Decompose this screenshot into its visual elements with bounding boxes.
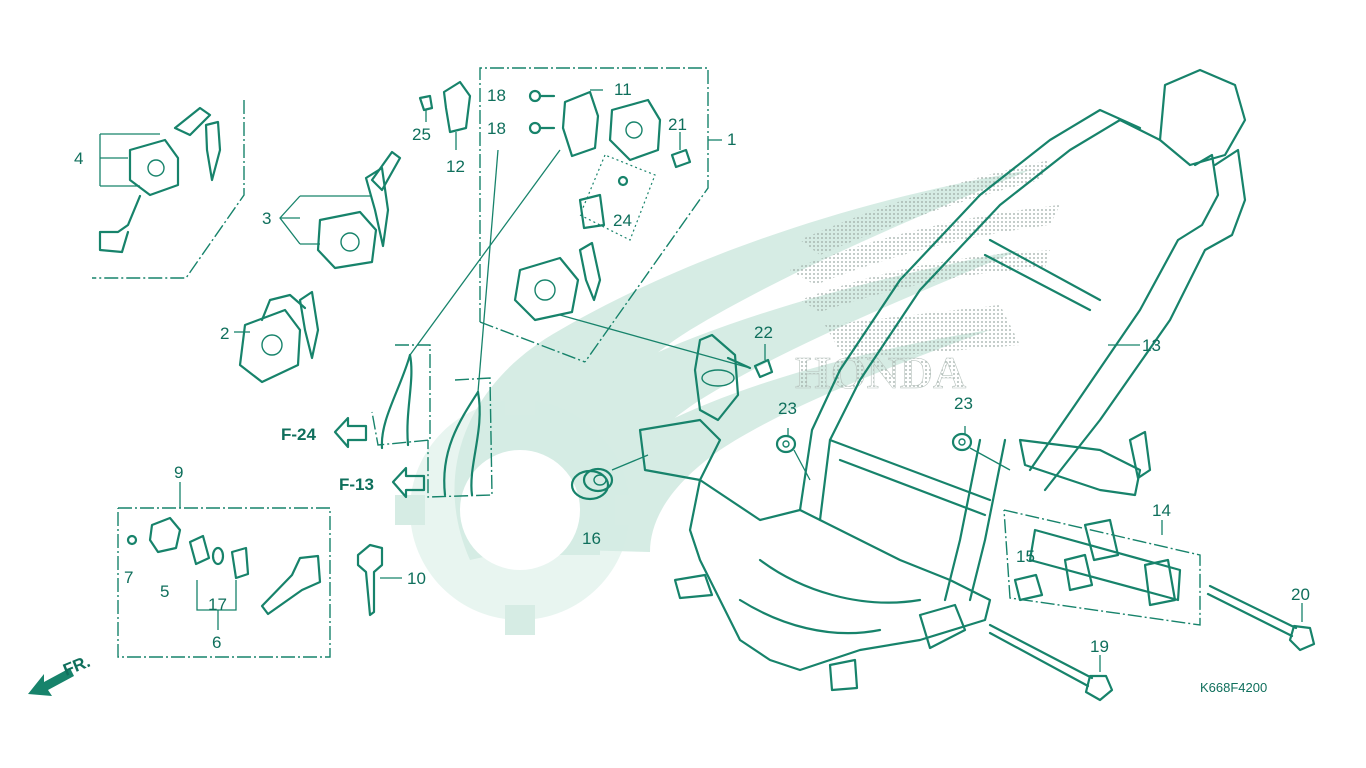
bolt-20 (1206, 584, 1316, 652)
callout-7: 7 (124, 568, 133, 587)
diagram-code: K668F4200 (1200, 680, 1267, 695)
bracket-12 (418, 80, 472, 150)
callout-13: 13 (1142, 336, 1161, 355)
callout-14: 14 (1152, 501, 1171, 520)
callout-5: 5 (160, 582, 169, 601)
grommet-23-left (775, 428, 811, 481)
ignition-switch-2 (234, 290, 320, 384)
arrow-ref-f13 (391, 466, 426, 499)
callout-3: 3 (262, 209, 271, 228)
ref-label-f24: F-24 (281, 425, 317, 444)
callout-24: 24 (613, 211, 632, 230)
frame-body-13 (638, 68, 1247, 692)
blank-key-10 (356, 543, 402, 617)
cable-assembly-f13 (427, 149, 499, 498)
callout-19: 19 (1090, 637, 1109, 656)
callout-2: 2 (220, 324, 229, 343)
callout-11: 11 (614, 80, 632, 99)
callout-16: 16 (582, 529, 601, 548)
callout-labels: 1 2 3 4 5 6 7 9 10 11 12 13 14 15 16 17 … (74, 80, 1310, 656)
bolt-19 (988, 623, 1114, 702)
key-set-group-1 (479, 67, 722, 363)
engine-hanger-group-14 (1003, 509, 1201, 626)
callout-6: 6 (212, 633, 221, 652)
callout-21: 21 (668, 115, 687, 134)
callout-23-left: 23 (778, 399, 797, 418)
callout-9: 9 (174, 463, 183, 482)
callout-4: 4 (74, 149, 83, 168)
direction-label: FR. (60, 652, 93, 680)
callout-25: 25 (412, 125, 431, 144)
callout-20: 20 (1291, 585, 1310, 604)
honda-wordmark-watermark: HONDA (795, 347, 966, 398)
callout-17: 17 (208, 595, 227, 614)
callout-18-upper: 18 (487, 86, 506, 105)
switch-body-4 (98, 106, 222, 254)
callout-23-right: 23 (954, 394, 973, 413)
front-direction-arrow (28, 668, 74, 696)
key-set-group-4 (92, 100, 245, 279)
bolt-22 (559, 314, 774, 379)
callout-1: 1 (727, 130, 736, 149)
callout-15: 15 (1016, 547, 1035, 566)
arrow-ref-f24 (333, 416, 368, 449)
grommet-16 (570, 454, 649, 501)
callout-10: 10 (407, 569, 426, 588)
honda-wing-watermark (395, 170, 1030, 635)
honda-logo-dotted-watermark: HONDA (790, 160, 1060, 398)
ref-label-f13: F-13 (339, 475, 374, 494)
lock-set-group-9 (117, 482, 331, 658)
callout-12: 12 (446, 157, 465, 176)
callout-18-lower: 18 (487, 119, 506, 138)
callout-22: 22 (754, 323, 773, 342)
cable-assembly-f24 (371, 149, 561, 450)
key-set-group-3 (279, 150, 402, 270)
grommet-23-right (951, 426, 1011, 471)
